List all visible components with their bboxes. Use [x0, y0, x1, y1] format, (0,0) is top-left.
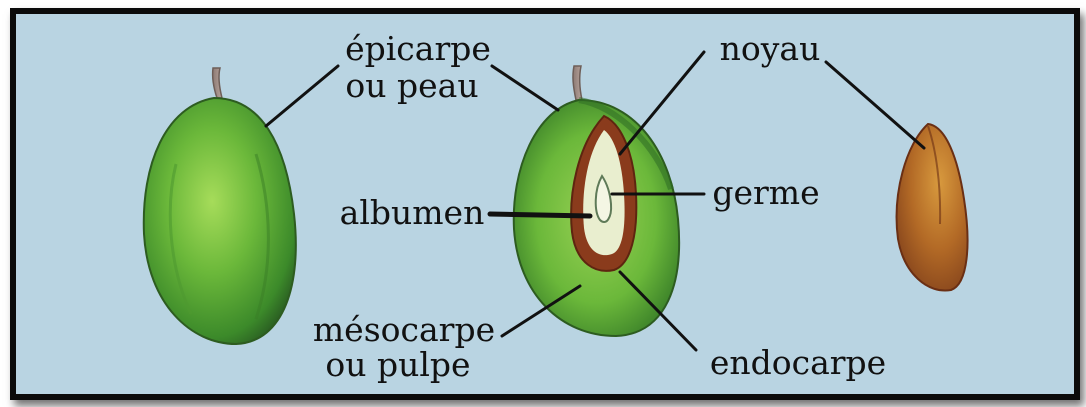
olive-anatomy-diagram: épicarpe ou peau noyau germe albumen més… [16, 14, 1074, 394]
leader-noyau-stone [826, 62, 924, 148]
label-noyau: noyau [720, 29, 821, 68]
noyau-illustration [897, 124, 968, 291]
label-epicarpe-line2: ou peau [345, 66, 478, 105]
leader-albumen [490, 214, 590, 216]
whole-olive-stem [213, 68, 222, 98]
cut-olive-stem [573, 66, 582, 100]
whole-olive-body [144, 98, 296, 344]
label-mesocarpe-line2: ou pulpe [325, 345, 470, 384]
cut-olive-illustration [514, 66, 679, 336]
leader-noyau-cut [620, 52, 704, 154]
diagram-frame: épicarpe ou peau noyau germe albumen més… [10, 8, 1080, 400]
label-endocarpe: endocarpe [710, 343, 886, 382]
whole-olive-illustration [144, 68, 296, 344]
label-albumen: albumen [340, 193, 485, 232]
label-mesocarpe-line1: mésocarpe [313, 310, 495, 349]
label-epicarpe-line1: épicarpe [345, 29, 491, 68]
noyau-stone [897, 124, 968, 291]
label-germe: germe [712, 173, 819, 212]
leader-epicarpe-whole [266, 66, 338, 126]
leader-epicarpe-cut [492, 66, 558, 110]
